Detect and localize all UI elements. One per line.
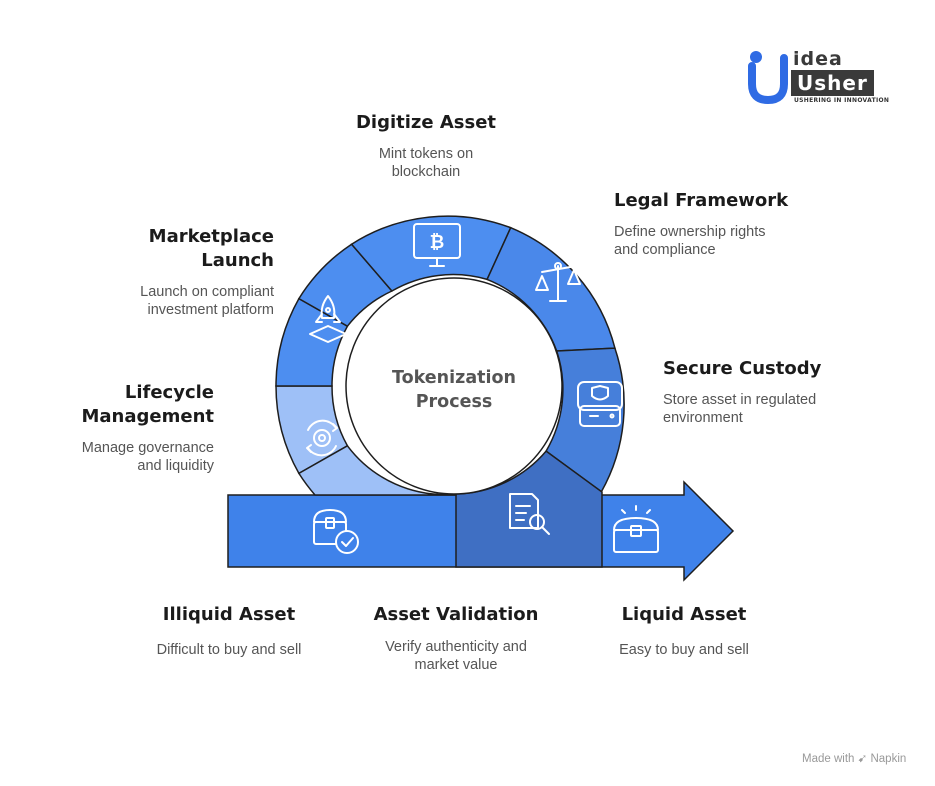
gear-cycle-icon (306, 419, 338, 457)
step-validation-desc-2: market value (414, 657, 498, 673)
segment-marketplace (275, 297, 349, 387)
center-label: Tokenization Process (374, 366, 534, 414)
step-marketplace-title-1: Marketplace (148, 226, 274, 247)
step-digitize: Digitize Asset Mint tokens on blockchain (330, 111, 522, 181)
step-validation: Asset Validation Verify authenticity and… (356, 603, 556, 674)
napkin-brand: Napkin (870, 753, 907, 765)
center-label-line2: Process (415, 392, 493, 412)
step-custody: Secure Custody Store asset in regulated … (663, 357, 883, 427)
step-custody-title: Secure Custody (663, 358, 822, 379)
bitcoin-monitor-icon: ₿ (413, 223, 461, 267)
step-lifecycle-desc-2: and liquidity (137, 458, 214, 474)
end-illiquid-desc: Difficult to buy and sell (156, 642, 302, 658)
step-custody-desc-1: Store asset in regulated (663, 392, 817, 408)
logo-tagline: USHERING IN INNOVATION (794, 97, 890, 104)
step-validation-title: Asset Validation (373, 604, 539, 625)
step-marketplace: Marketplace Launch Launch on compliant i… (74, 225, 274, 319)
logo-wordmark-bottom: Usher (791, 70, 874, 96)
step-lifecycle-desc-1: Manage governance (81, 440, 214, 456)
step-lifecycle: Lifecycle Management Manage governance a… (14, 381, 215, 475)
end-illiquid: Illiquid Asset Difficult to buy and sell (129, 603, 329, 659)
step-digitize-desc-1: Mint tokens on (378, 146, 474, 162)
napkin-icon: ➹ (857, 753, 868, 765)
end-liquid-title: Liquid Asset (621, 604, 747, 625)
step-digitize-desc-2: blockchain (391, 164, 461, 180)
segment-digitize (350, 215, 512, 292)
step-marketplace-desc-2: investment platform (147, 302, 274, 318)
step-legal: Legal Framework Define ownership rights … (614, 189, 834, 259)
idea-usher-logo-mark (748, 51, 788, 105)
chest-check-icon (313, 509, 359, 554)
step-custody-desc-2: environment (663, 410, 743, 426)
svg-text:₿: ₿ (430, 232, 445, 253)
center-circle (345, 277, 563, 495)
step-digitize-title: Digitize Asset (355, 112, 497, 133)
step-legal-title: Legal Framework (614, 190, 789, 211)
step-legal-desc-1: Define ownership rights (614, 224, 766, 240)
step-lifecycle-title-1: Lifecycle (124, 382, 214, 403)
segment-custody (545, 347, 625, 494)
step-marketplace-desc-1: Launch on compliant (140, 284, 274, 300)
logo-wordmark-top: idea (793, 48, 843, 70)
made-with-label: Made with (802, 753, 855, 765)
end-liquid: Liquid Asset Easy to buy and sell (584, 603, 784, 659)
segment-lifecycle-band (297, 444, 457, 496)
rocket-icon (309, 295, 347, 343)
step-validation-desc-1: Verify authenticity and (385, 639, 527, 655)
scales-icon (535, 262, 581, 302)
document-search-icon (509, 493, 550, 535)
open-chest-icon (613, 505, 659, 553)
step-marketplace-title-2: Launch (201, 250, 274, 271)
secure-vault-icon (577, 381, 623, 427)
center-label-line1: Tokenization (392, 368, 516, 388)
step-legal-desc-2: and compliance (614, 242, 716, 258)
napkin-credit: Made with ➹ Napkin (802, 751, 906, 765)
step-lifecycle-title-2: Management (81, 406, 215, 427)
end-illiquid-title: Illiquid Asset (162, 604, 296, 625)
end-liquid-desc: Easy to buy and sell (619, 642, 749, 658)
